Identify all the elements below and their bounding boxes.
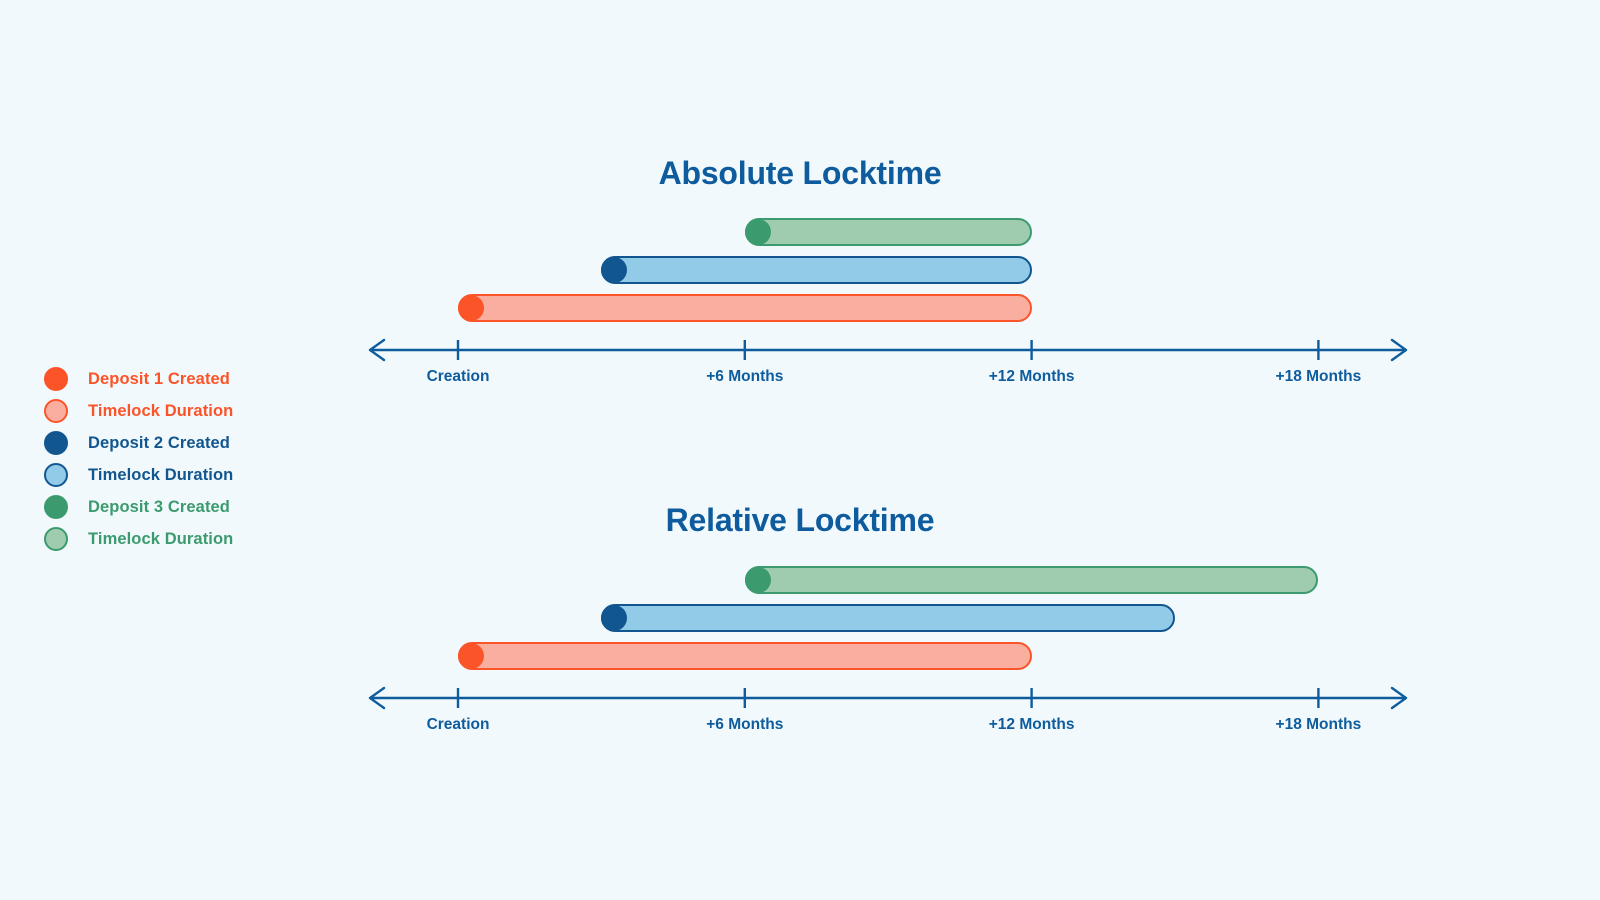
axis-tick-label: +6 Months [706, 368, 784, 385]
axis-tick-label: +12 Months [988, 716, 1075, 733]
deposit-created-marker-icon[interactable] [458, 295, 484, 321]
axis-tick-label: +6 Months [706, 716, 784, 733]
axis-tick-label: +18 Months [1275, 368, 1362, 385]
timelock-duration-bar[interactable] [458, 294, 1032, 322]
deposit-created-marker-icon[interactable] [744, 219, 771, 245]
deposit-created-marker-icon[interactable] [744, 567, 771, 593]
legend-item[interactable]: Deposit 3 Created [44, 494, 233, 520]
timelock-duration-bar[interactable] [601, 604, 1175, 632]
legend-swatch-circle-icon [44, 463, 68, 487]
deposit-created-marker-icon[interactable] [458, 643, 484, 669]
chart-title: Relative Locktime [665, 502, 935, 538]
legend-swatch-circle-icon [44, 399, 68, 423]
legend-item-label: Deposit 1 Created [88, 369, 230, 388]
timelock-duration-bar[interactable] [601, 256, 1032, 284]
axis-tick-label: +18 Months [1275, 716, 1362, 733]
legend-item[interactable]: Timelock Duration [44, 398, 233, 424]
legend-swatch-circle-icon [44, 495, 68, 519]
axis-tick-label: Creation [426, 368, 490, 385]
axis-tick-label: Creation [426, 716, 490, 733]
legend-item[interactable]: Deposit 2 Created [44, 430, 233, 456]
deposit-created-marker-icon[interactable] [601, 257, 628, 283]
timelock-duration-bar[interactable] [744, 566, 1319, 594]
legend-item-label: Timelock Duration [88, 529, 234, 548]
legend-item[interactable]: Timelock Duration [44, 526, 233, 552]
legend-item-label: Deposit 2 Created [88, 433, 230, 452]
timelock-duration-bar[interactable] [458, 642, 1032, 670]
legend-item-label: Timelock Duration [88, 401, 234, 420]
deposit-created-marker-icon[interactable] [601, 605, 628, 631]
plot-area [0, 200, 1600, 400]
legend-item[interactable]: Deposit 1 Created [44, 366, 233, 392]
axis-tick-label: +12 Months [988, 368, 1075, 385]
legend-item-label: Timelock Duration [88, 465, 234, 484]
legend-swatch-circle-icon [44, 431, 68, 455]
timelock-duration-bar[interactable] [744, 218, 1032, 246]
legend-swatch-circle-icon [44, 367, 68, 391]
legend-item[interactable]: Timelock Duration [44, 462, 233, 488]
plot-area [0, 548, 1600, 748]
legend-item-label: Deposit 3 Created [88, 497, 230, 516]
chart-title: Absolute Locktime [658, 155, 942, 191]
legend-swatch-circle-icon [44, 527, 68, 551]
